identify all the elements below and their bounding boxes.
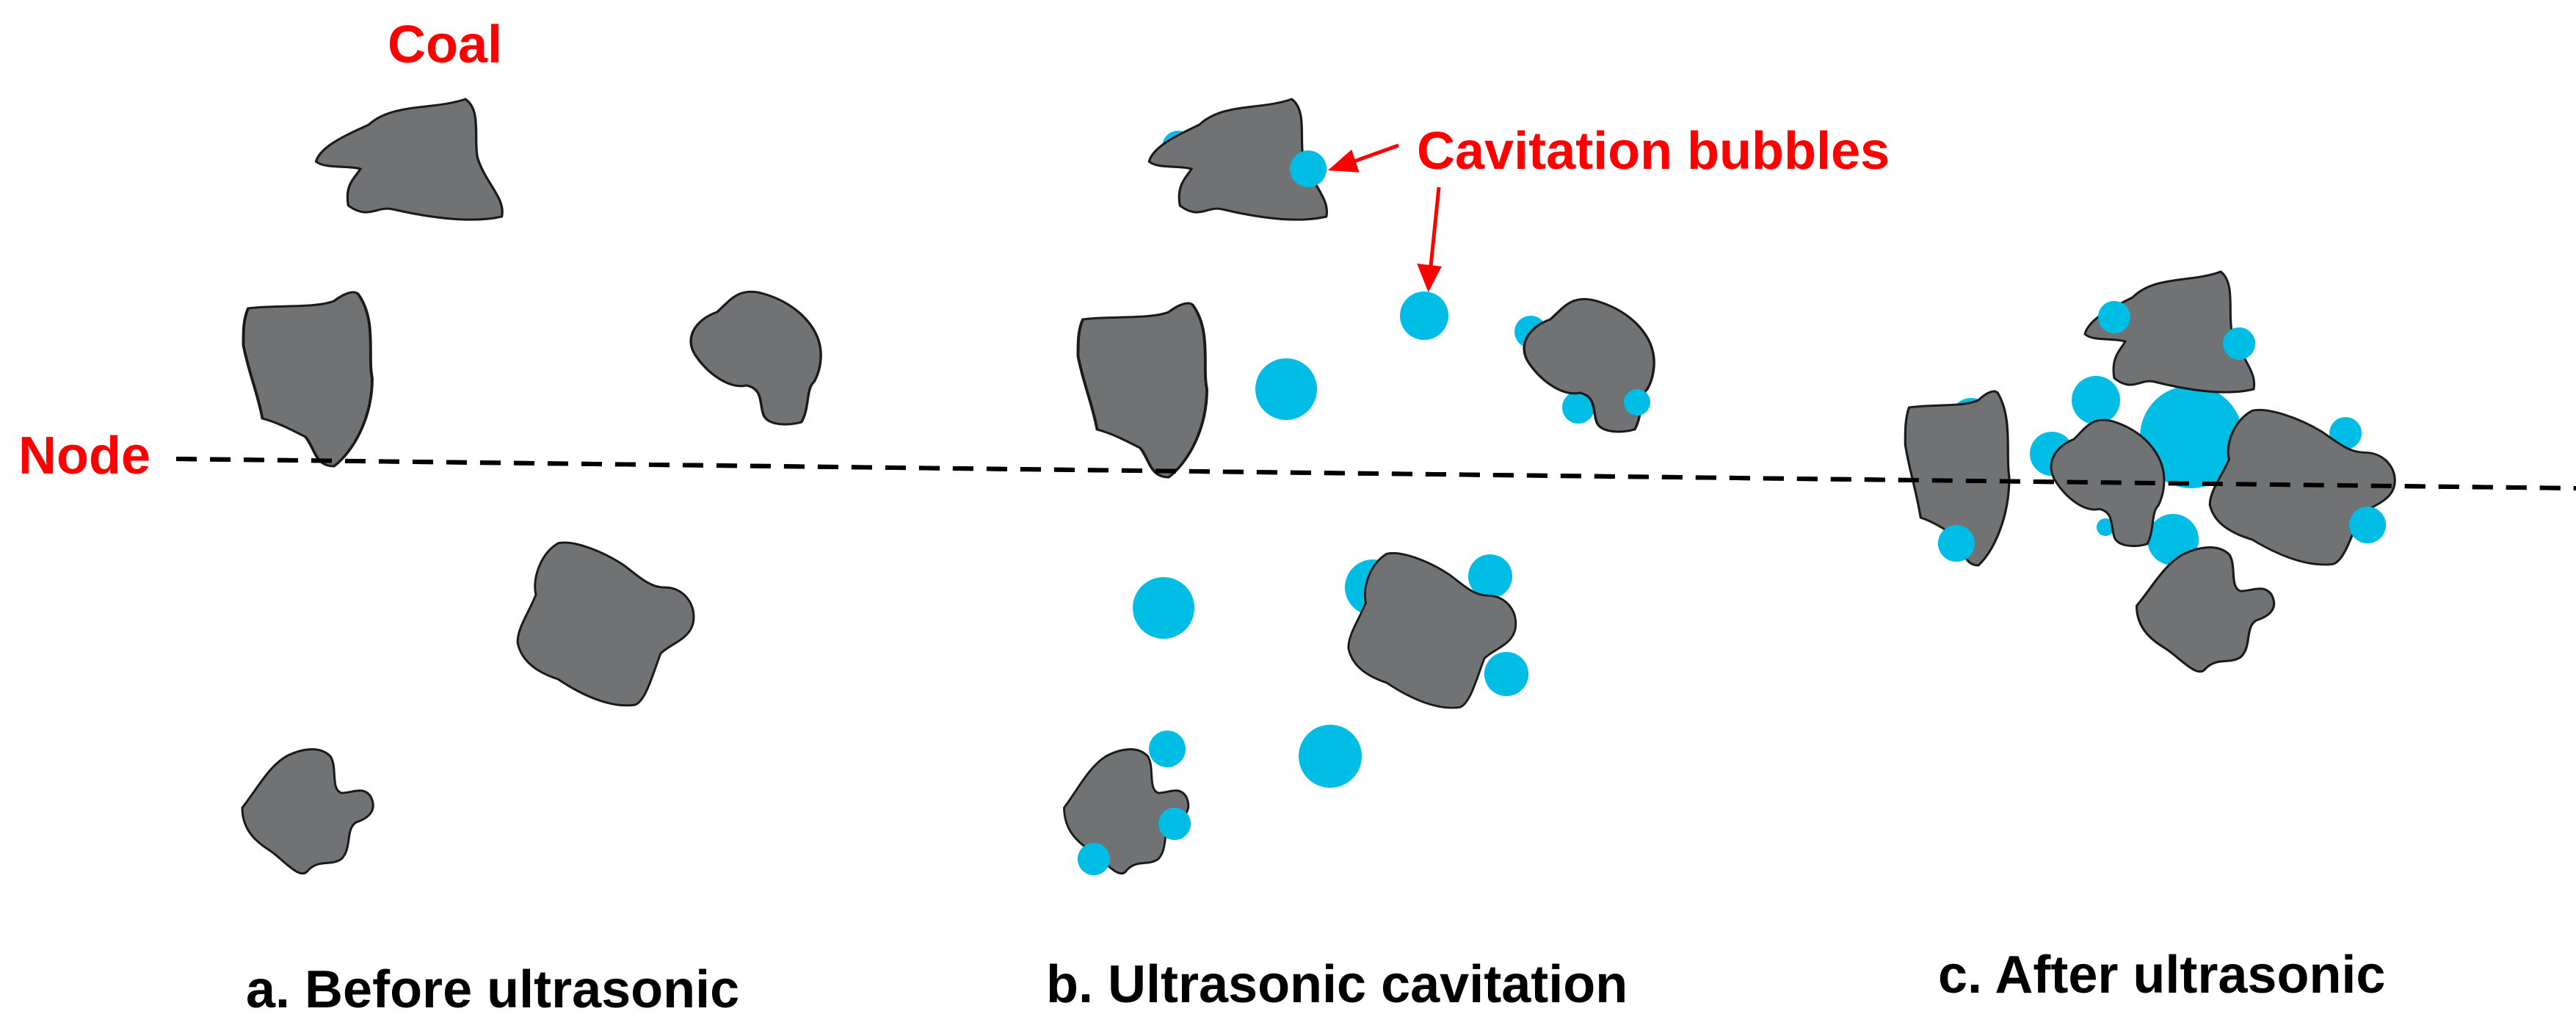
cavitation-bubble [2140,385,2243,488]
caption-after-ultrasonic: c. After ultrasonic [1938,946,2385,1004]
cavitation-bubble [2349,507,2386,543]
coal-particle [516,541,695,707]
cavitation-bubble [2098,301,2130,333]
cavitation-bubble [2072,376,2120,424]
cavitation-bubble [1400,291,1448,340]
cavitation-bubble [1290,151,1327,187]
cavitation-bubble [2097,518,2114,536]
cavitation-bubble [1484,652,1528,696]
coal-particle [689,290,822,426]
coal-particle [242,291,374,468]
cavitation-bubble [1299,725,1362,788]
cavitation-bubble [1149,731,1186,767]
cavitation-bubble [1624,389,1650,416]
caption-before-ultrasonic: a. Before ultrasonic [246,960,739,1019]
caption-ultrasonic-cavitation: b. Ultrasonic cavitation [1046,955,1628,1014]
node-line-overlay [175,457,2576,490]
cavitation-bubbles-label: Cavitation bubbles [1417,122,1890,181]
coal-label: Coal [388,15,502,74]
cavitation-bubble [1468,554,1512,598]
panel-before-ultrasonic [241,98,822,875]
cavitation-bubble [1938,525,1975,562]
coal-particle [241,748,374,875]
node-label: Node [18,427,150,485]
coal-particle [2135,546,2276,673]
pointer-arrows [1327,143,1442,292]
panel-ultrasonic-cavitation [1063,98,1655,875]
coal-particle [1076,302,1208,479]
cavitation-bubble [2223,327,2255,360]
cavitation-bubble [1255,358,1317,420]
cavitation-bubble [1562,391,1594,424]
panel-after-ultrasonic [1904,270,2396,673]
cavitation-bubble [1133,577,1194,639]
cavitation-bubble [1078,843,1110,875]
cavitation-bubble [1158,808,1191,840]
coal-particle [314,98,504,221]
